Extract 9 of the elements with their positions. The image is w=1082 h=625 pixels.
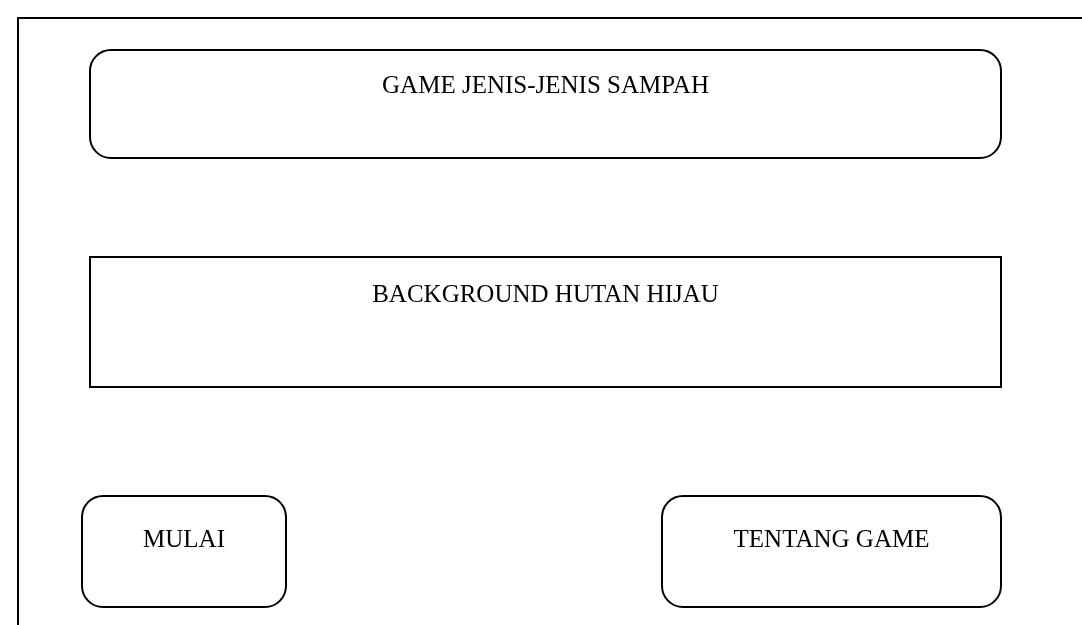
label-text: MULAI: [142, 525, 226, 553]
label-text: BACKGROUND HUTAN HIJAU: [371, 280, 720, 308]
title-banner: [89, 49, 1002, 159]
about-button: [661, 495, 1002, 608]
background-panel: [89, 256, 1002, 388]
start-button: [81, 495, 287, 608]
screen-frame: [17, 17, 1082, 625]
label-text: GAME JENIS-JENIS SAMPAH: [381, 71, 710, 99]
label-text: TENTANG GAME: [732, 525, 931, 553]
